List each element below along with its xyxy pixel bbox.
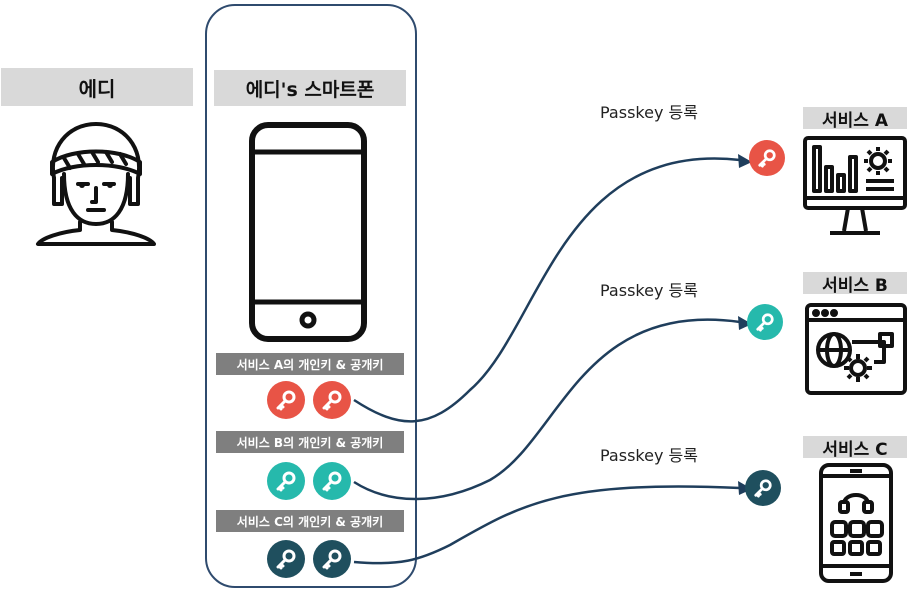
public-key-b-icon — [313, 462, 351, 500]
keypair-c-label: 서비스 C의 개인키 & 공개키 — [216, 510, 404, 532]
phone-container — [205, 4, 417, 588]
service-c-label: 서비스 C — [803, 436, 907, 460]
registration-label-b: Passkey 등록 — [600, 281, 698, 300]
person-avatar-icon — [36, 122, 156, 246]
public-key-a-icon — [313, 381, 351, 419]
keypair-a-label: 서비스 A의 개인키 & 공개키 — [216, 353, 404, 375]
private-key-b-icon — [267, 462, 305, 500]
registration-label-a: Passkey 등록 — [600, 103, 698, 122]
monitor-chart-gear-icon — [803, 136, 907, 235]
smartphone-icon — [249, 122, 367, 342]
smartphone-apps-icon — [819, 463, 893, 583]
keypair-b-label: 서비스 B의 개인키 & 공개키 — [216, 431, 404, 453]
connection-curve-a — [353, 157, 741, 423]
connection-curve-b — [353, 318, 741, 501]
private-key-c-icon — [267, 540, 305, 578]
registration-label-c: Passkey 등록 — [600, 446, 698, 465]
arrowhead-a — [738, 154, 752, 168]
public-key-c-icon — [313, 540, 351, 578]
arrowhead-b — [738, 316, 752, 330]
private-key-a-icon — [267, 381, 305, 419]
person-name-label: 에디 — [1, 68, 193, 106]
registered-key-a-icon — [749, 140, 785, 176]
registered-key-b-icon — [747, 304, 783, 340]
browser-globe-gear-icon — [805, 303, 907, 395]
service-a-label: 서비스 A — [803, 107, 907, 131]
service-b-label: 서비스 B — [803, 272, 907, 296]
registered-key-c-icon — [745, 470, 781, 506]
phone-title-label: 에디's 스마트폰 — [214, 70, 406, 106]
connection-curve-c — [353, 485, 741, 565]
